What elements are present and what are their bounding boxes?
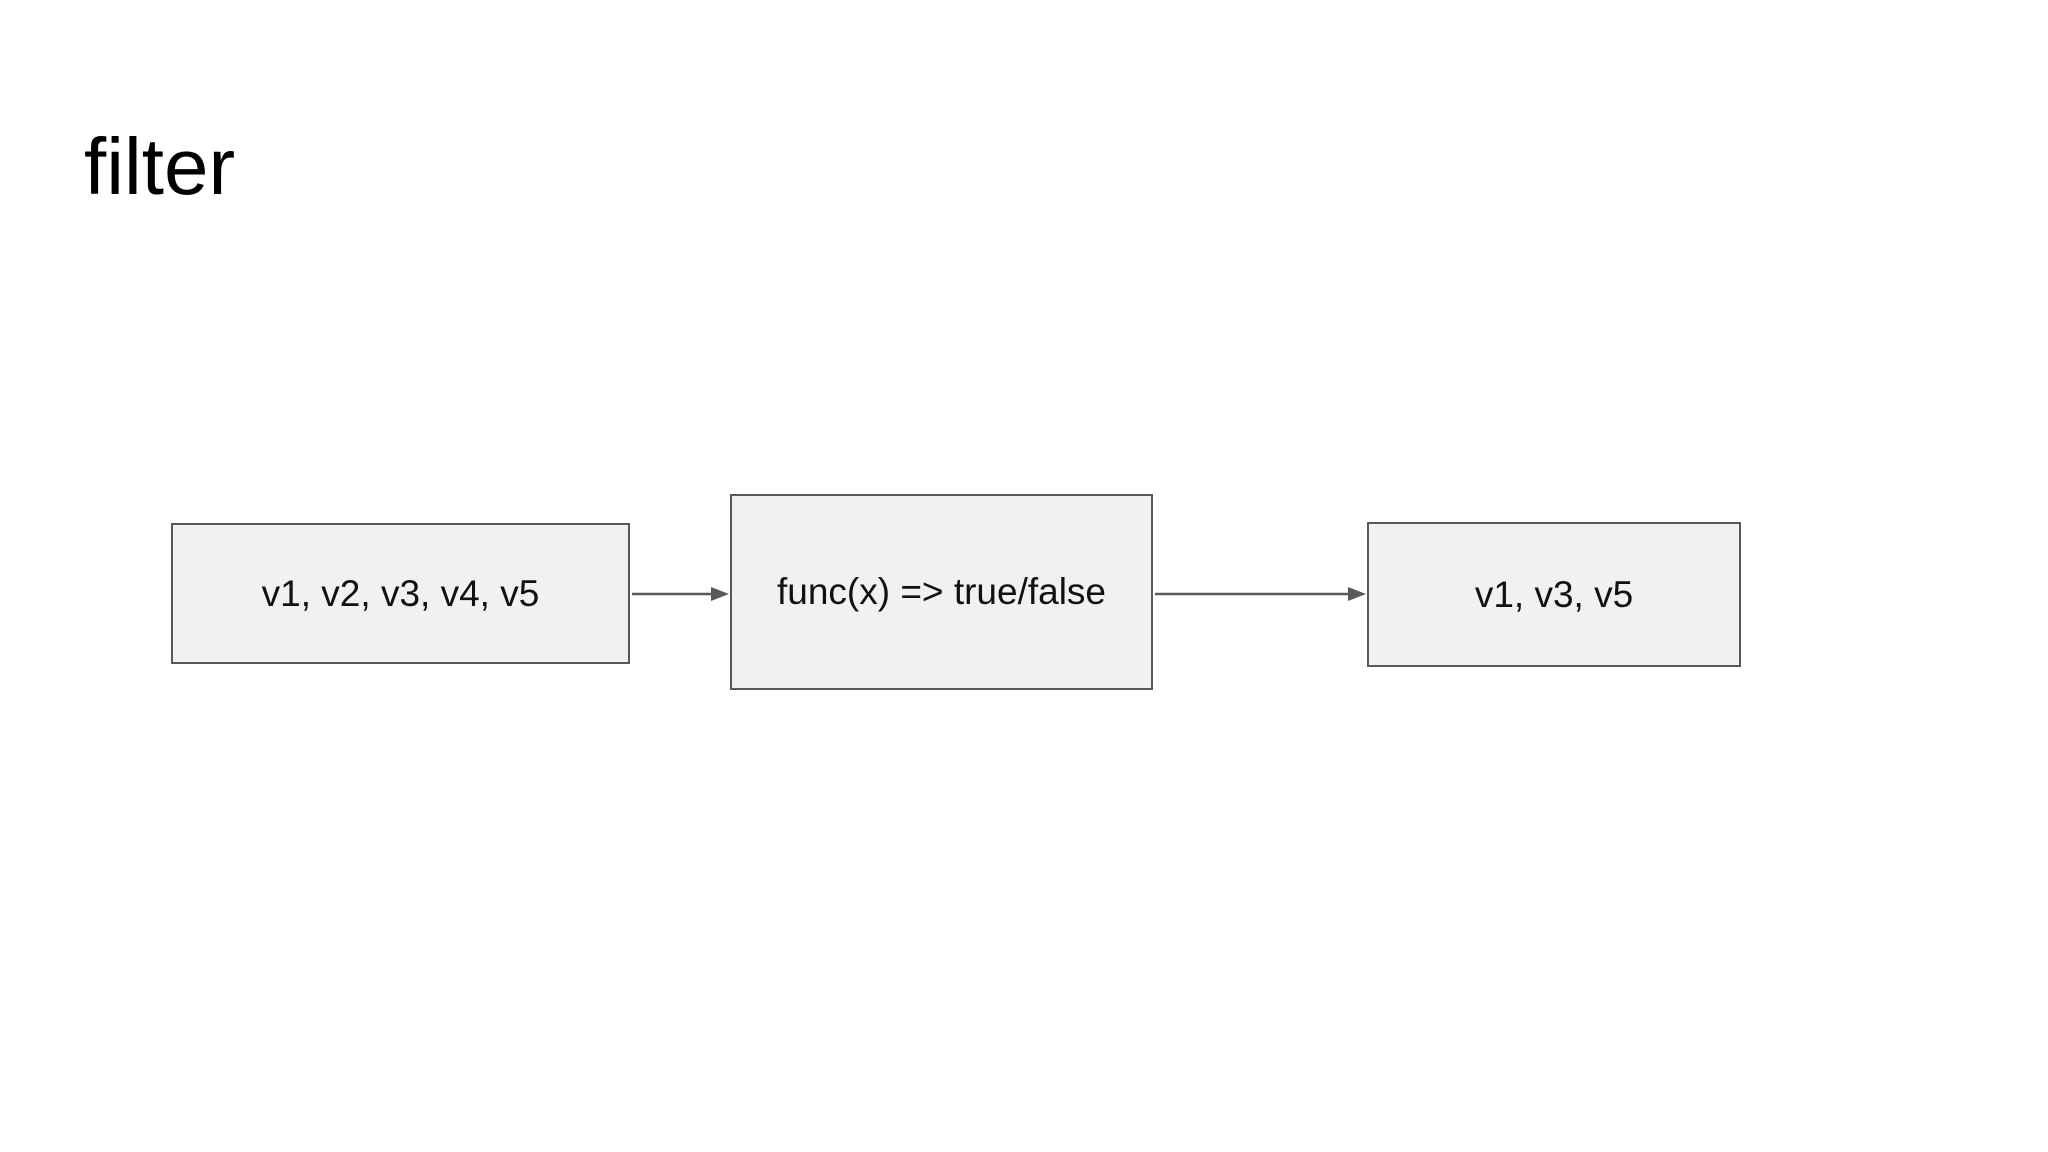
- arrow-input-to-function-head-icon: [711, 587, 729, 601]
- node-output-list-label: v1, v3, v5: [1474, 573, 1634, 615]
- node-input-list: v1, v2, v3, v4, v5: [171, 523, 630, 664]
- node-input-list-label: v1, v2, v3, v4, v5: [261, 572, 540, 614]
- node-predicate-function-label: func(x) => true/false: [776, 571, 1107, 612]
- arrow-input-to-function: [632, 587, 729, 601]
- arrow-function-to-output-head-icon: [1348, 587, 1366, 601]
- node-predicate-function: func(x) => true/false: [730, 494, 1153, 690]
- slide-title: filter: [84, 122, 236, 211]
- arrow-function-to-output: [1155, 587, 1366, 601]
- node-output-list: v1, v3, v5: [1367, 522, 1741, 667]
